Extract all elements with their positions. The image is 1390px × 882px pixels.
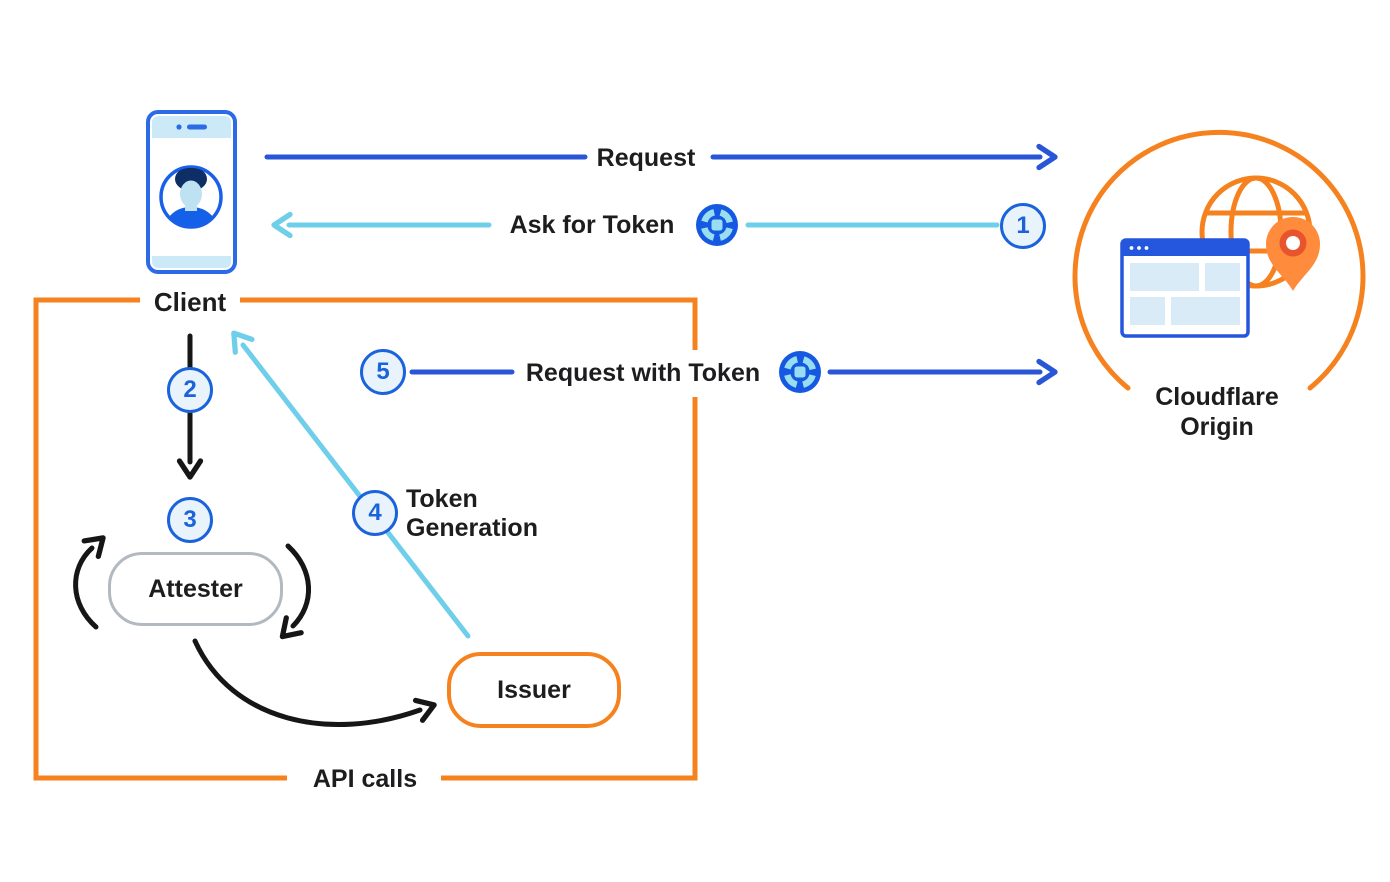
- request-label: Request: [588, 143, 704, 173]
- issuer-label: Issuer: [497, 675, 571, 704]
- token-icon: [779, 351, 821, 393]
- step-badge-2: 2: [167, 367, 213, 413]
- attester-label: Attester: [148, 574, 243, 603]
- step-badge-1: 1: [1000, 203, 1046, 249]
- token-icon: [696, 204, 738, 246]
- origin-circle: [1072, 129, 1366, 391]
- step-badge-3: 3: [167, 497, 213, 543]
- user-avatar-icon: [159, 165, 223, 229]
- step-badge-5: 5: [360, 349, 406, 395]
- request-with-token-label: Request with Token: [517, 358, 769, 388]
- cloudflare-origin-icon: [1072, 129, 1366, 391]
- phone-speaker-dash: [187, 124, 207, 130]
- attester-to-issuer-arrow: [192, 638, 437, 728]
- issuer-node: Issuer: [447, 652, 621, 728]
- token-generation-arrow: [231, 330, 471, 639]
- browser-window-icon: [1120, 238, 1250, 338]
- api-calls-box-border: [33, 297, 698, 781]
- location-pin-icon: [1266, 217, 1320, 291]
- step-badge-4: 4: [352, 490, 398, 536]
- client-label: Client: [145, 287, 235, 317]
- attester-cycle-right-arrow: [279, 543, 312, 640]
- phone-camera-dot: [176, 124, 182, 130]
- attester-cycle-left-arrow: [73, 535, 106, 630]
- ask-for-token-label: Ask for Token: [501, 210, 683, 240]
- cloudflare-origin-label: Cloudflare Origin: [1155, 383, 1279, 441]
- api-calls-label: API calls: [304, 764, 426, 794]
- attester-node: Attester: [108, 552, 283, 626]
- token-generation-label: Token Generation: [406, 485, 538, 542]
- client-phone-icon: [146, 110, 237, 274]
